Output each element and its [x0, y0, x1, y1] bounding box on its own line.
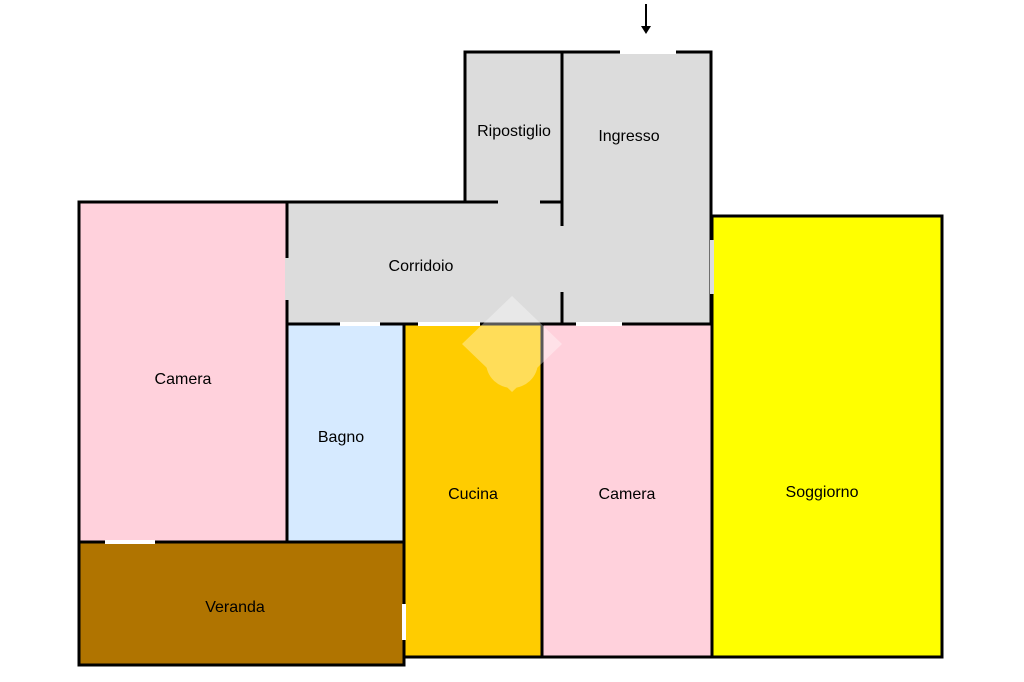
label-corridoio: Corridoio	[388, 258, 454, 275]
label-camera-right: Camera	[598, 486, 656, 503]
label-veranda: Veranda	[205, 599, 265, 616]
entrance-arrow-icon	[641, 4, 651, 34]
label-bagno: Bagno	[317, 429, 365, 446]
label-ingresso: Ingresso	[598, 128, 660, 145]
label-cucina: Cucina	[448, 486, 498, 503]
room-camera-left	[77, 200, 289, 544]
room-ripostiglio	[463, 50, 564, 204]
label-camera-left: Camera	[154, 371, 212, 388]
room-ingresso	[560, 50, 713, 326]
room-camera-right	[540, 322, 714, 659]
door-openings	[105, 50, 714, 640]
room-soggiorno	[710, 214, 944, 659]
label-soggiorno: Soggiorno	[785, 484, 859, 501]
room-cucina	[402, 322, 544, 659]
room-corridoio	[285, 200, 564, 326]
room-veranda	[77, 540, 406, 667]
house-watermark-icon	[462, 296, 562, 392]
label-ripostiglio: Ripostiglio	[477, 123, 551, 140]
